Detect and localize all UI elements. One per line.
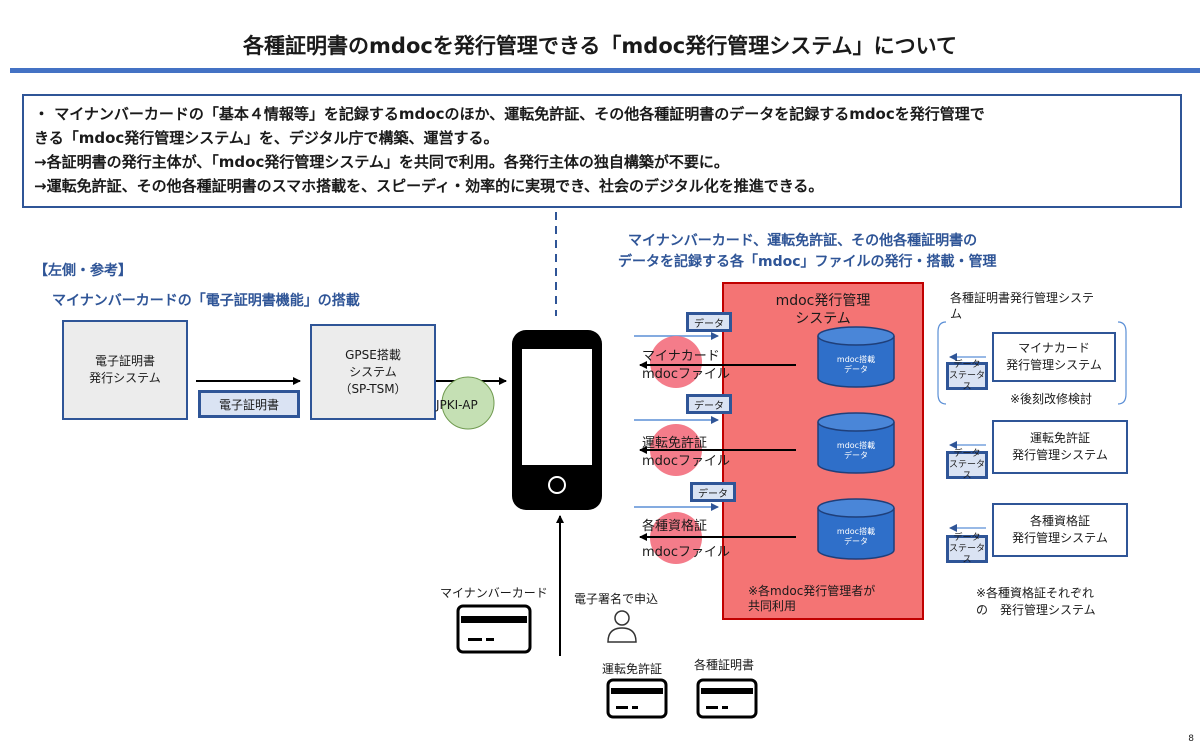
person-icon: [607, 610, 637, 643]
summary-line-3: →各証明書の発行主体が、「mdoc発行管理システム」を共同で利用。各発行主体の独…: [34, 153, 729, 171]
qualification-system-box: 各種資格証 発行管理システム: [992, 503, 1128, 557]
database-icon: [817, 412, 895, 474]
page-title: 各種証明書のmdocを発行管理できる「mdoc発行管理システム」について: [243, 34, 957, 58]
license-card-icon: [606, 678, 668, 719]
mynumber-card-icon: [456, 604, 532, 654]
certificate-card-icon: [696, 678, 758, 719]
cert-issuer-box: 電子証明書 発行システム: [62, 320, 188, 420]
apply-label: 電子署名で申込: [574, 592, 659, 606]
file-label-3-line1: 各種資格証: [642, 519, 708, 534]
gpse-box: GPSE搭載 システム （SP-TSM）: [310, 324, 436, 420]
right-heading-1: マイナンバーカード、運転免許証、その他各種証明書の: [628, 233, 978, 249]
license-label: 運転免許証: [602, 662, 663, 676]
file-label-3-line2: mdocファイル: [642, 545, 731, 560]
status-tag-2: データ ステータス: [946, 449, 988, 481]
page-number: 8: [1188, 734, 1194, 744]
data-tag-2: データ: [686, 394, 732, 414]
mdoc-panel-note: ※各mdoc発行管理者が 共同利用: [748, 584, 876, 613]
mynumber-card-label: マイナンバーカード: [440, 586, 548, 600]
systems-note: ※各種資格証それぞれ の 発行管理システム: [976, 586, 1096, 617]
file-label-1-line1: マイナカード: [642, 349, 720, 364]
data-tag-1: データ: [686, 312, 732, 332]
db-label-3: mdoc搭載 データ: [836, 527, 876, 546]
file-circle: [650, 336, 702, 388]
certs-label: 各種証明書: [694, 658, 755, 672]
mynacard-system-box: マイナカード 発行管理システム: [992, 332, 1116, 382]
cert-tag: 電子証明書: [198, 390, 300, 418]
database-icon: [817, 326, 895, 388]
summary-line-4: →運転免許証、その他各種証明書のスマホ搭載を、スピーディ・効率的に実現でき、社会…: [34, 177, 824, 195]
status-tag-3: データ ステータス: [946, 533, 988, 565]
summary-line-2: きる「mdoc発行管理システム」を、デジタル庁で構築、運営する。: [34, 129, 499, 147]
title-rule: [10, 68, 1200, 73]
db-label-1: mdoc搭載 データ: [836, 355, 876, 374]
mynacard-note: ※後刻改修検討: [1010, 392, 1093, 406]
mdoc-panel-title: mdoc発行管理 システム: [775, 293, 871, 327]
jpki-label: JPKI-AP: [436, 398, 478, 412]
file-label-2-line2: mdocファイル: [642, 454, 731, 469]
ref-label: 【左側・参考】: [34, 263, 132, 279]
right-heading-2: データを記録する各「mdoc」ファイルの発行・搭載・管理: [618, 254, 997, 270]
status-tag-1: データ ステータス: [946, 360, 988, 392]
data-tag-3: データ: [690, 482, 736, 502]
license-system-box: 運転免許証 発行管理システム: [992, 420, 1128, 474]
database-icon: [817, 498, 895, 560]
db-label-2: mdoc搭載 データ: [836, 441, 876, 460]
systems-heading: 各種証明書発行管理システ ム: [950, 291, 1095, 321]
file-label-2-line1: 運転免許証: [642, 436, 708, 451]
summary-box: ・ マイナンバーカードの「基本４情報等」を記録するmdocのほか、運転免許証、そ…: [22, 94, 1182, 208]
file-label-1-line2: mdocファイル: [642, 367, 731, 382]
summary-line-1: ・ マイナンバーカードの「基本４情報等」を記録するmdocのほか、運転免許証、そ…: [34, 105, 985, 123]
left-heading: マイナンバーカードの「電子証明書機能」の搭載: [52, 293, 360, 309]
